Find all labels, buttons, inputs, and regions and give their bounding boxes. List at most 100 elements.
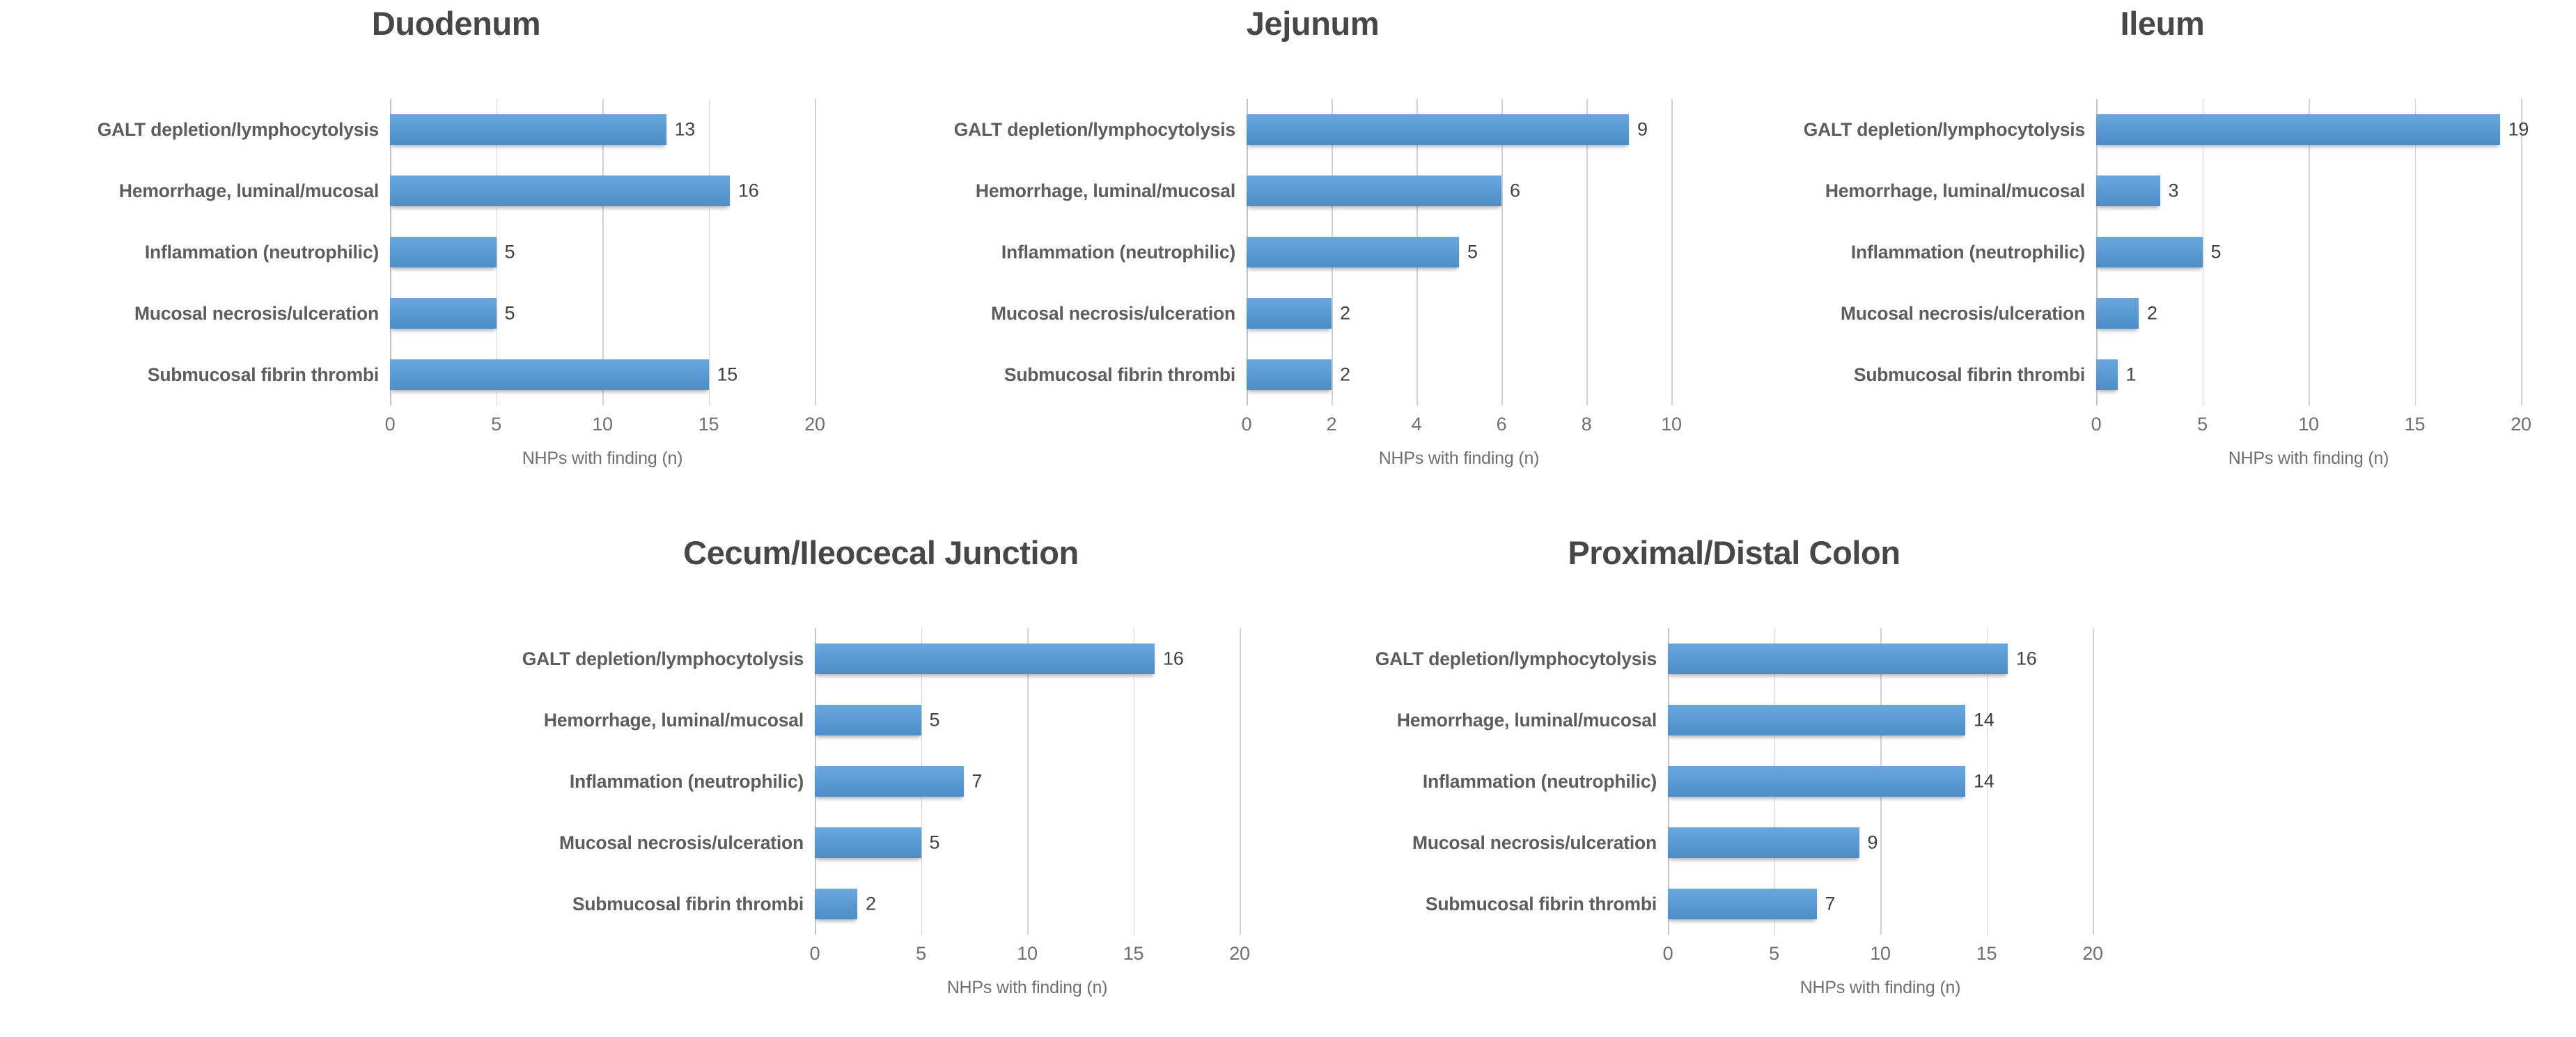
bar[interactable] (1247, 359, 1332, 390)
x-tick-label: 15 (1123, 943, 1144, 964)
bar-value-label: 5 (929, 832, 940, 853)
bar-value-label: 7 (971, 770, 983, 792)
bar[interactable] (1247, 298, 1332, 329)
x-axis-title: NHPs with finding (n) (1378, 449, 1540, 468)
category-label: Hemorrhage, luminal/mucosal (1825, 180, 2085, 201)
category-label: Submucosal fibrin thrombi (1004, 364, 1235, 385)
x-tick-label: 0 (384, 414, 396, 435)
bar[interactable] (390, 237, 497, 267)
x-tick-label: 5 (1769, 943, 1779, 964)
bar-value-label: 6 (1510, 180, 1520, 201)
gridline (2414, 99, 2417, 405)
category-label: Inflammation (neutrophilic) (144, 241, 379, 263)
bar[interactable] (1668, 644, 2008, 674)
gridline (1501, 99, 1503, 405)
bar-value-label: 3 (2168, 180, 2179, 201)
bar[interactable] (1668, 766, 1965, 797)
category-label: Mucosal necrosis/ulceration (991, 302, 1235, 324)
gridline (2521, 99, 2522, 405)
bar[interactable] (1668, 705, 1965, 735)
bar[interactable] (1247, 176, 1501, 206)
x-tick-label: 5 (2197, 414, 2208, 435)
bar-row: Inflammation (neutrophilic)5 (1706, 221, 2576, 283)
bar[interactable] (1247, 237, 1459, 267)
bar-row: Inflammation (neutrophilic) 7 (425, 751, 1283, 812)
bar-row: Inflammation (neutrophilic) 5 (0, 221, 858, 283)
bar[interactable] (390, 298, 497, 329)
bar[interactable] (815, 644, 1155, 674)
x-tick-label: 20 (2082, 943, 2103, 964)
x-tick-label: 0 (1241, 414, 1252, 435)
gridline (815, 99, 816, 405)
gridline (708, 99, 710, 405)
x-tick-label: 10 (2298, 414, 2319, 435)
bar-track: 1 (2096, 344, 2521, 405)
category-label: Inflammation (neutrophilic) (569, 770, 804, 792)
x-tick-label: 15 (1976, 943, 1997, 964)
bar-row: GALT depletion/lymphocytolysis 13 (0, 99, 858, 160)
x-tick-label: 5 (916, 943, 926, 964)
category-label: GALT depletion/lymphocytolysis (97, 118, 380, 140)
bar[interactable] (390, 114, 666, 145)
bar-track: 16 (390, 160, 815, 221)
bar-value-label: 14 (1974, 709, 1995, 731)
bar-track: 14 (1668, 689, 2093, 751)
bar-value-label: 2 (866, 893, 876, 914)
category-label: Inflammation (neutrophilic) (1001, 241, 1235, 263)
category-label: Mucosal necrosis/ulceration (1412, 832, 1657, 853)
category-label: Submucosal fibrin thrombi (1853, 364, 2085, 385)
bar[interactable] (815, 889, 857, 919)
x-tick-label: 20 (2511, 414, 2531, 435)
bar-value-label: 2 (1340, 364, 1350, 385)
bar[interactable] (815, 766, 964, 797)
bar[interactable] (2096, 237, 2203, 267)
bar-track: 19 (2096, 99, 2529, 160)
x-tick-label: 20 (804, 414, 825, 435)
bar-row: Submucosal fibrin thrombi 1 (1706, 344, 2576, 405)
bar[interactable] (815, 827, 921, 858)
bar[interactable] (2096, 114, 2500, 145)
bar-track: 16 (1668, 628, 2093, 689)
x-tick-label: 5 (491, 414, 501, 435)
bar[interactable] (2096, 176, 2160, 206)
bar[interactable] (2096, 298, 2139, 329)
gridline (2309, 99, 2310, 405)
gridline (1027, 628, 1029, 935)
bar[interactable] (1247, 114, 1629, 145)
bar-value-label: 15 (717, 364, 738, 385)
bar[interactable] (1668, 889, 1817, 919)
x-tick-label: 2 (1326, 414, 1337, 435)
gridline (1133, 628, 1135, 935)
bar[interactable] (815, 705, 921, 735)
bar[interactable] (390, 176, 730, 206)
bar[interactable] (2096, 359, 2118, 390)
category-label: GALT depletion/lymphocytolysis (1803, 118, 2086, 140)
bar-track: 16 (815, 628, 1240, 689)
bar-row: Mucosal necrosis/ulceration 5 (425, 812, 1283, 873)
bar-track: 9 (1247, 99, 1671, 160)
bar-row: Hemorrhage, luminal/mucosal 3 (1706, 160, 2576, 221)
bar-track: 3 (2096, 160, 2521, 221)
bar[interactable] (390, 359, 709, 390)
bar-value-label: 2 (1340, 302, 1350, 324)
bar[interactable] (1668, 827, 1859, 858)
bar-track: 5 (390, 221, 815, 283)
category-label: Submucosal fibrin thrombi (147, 364, 379, 385)
gridline (1986, 628, 1988, 935)
category-label: GALT depletion/lymphocytolysis (522, 648, 804, 669)
bar-value-label: 13 (674, 118, 696, 140)
bar-track: 5 (815, 812, 1240, 873)
gridline (1586, 99, 1588, 405)
category-label: Mucosal necrosis/ulceration (559, 832, 804, 853)
